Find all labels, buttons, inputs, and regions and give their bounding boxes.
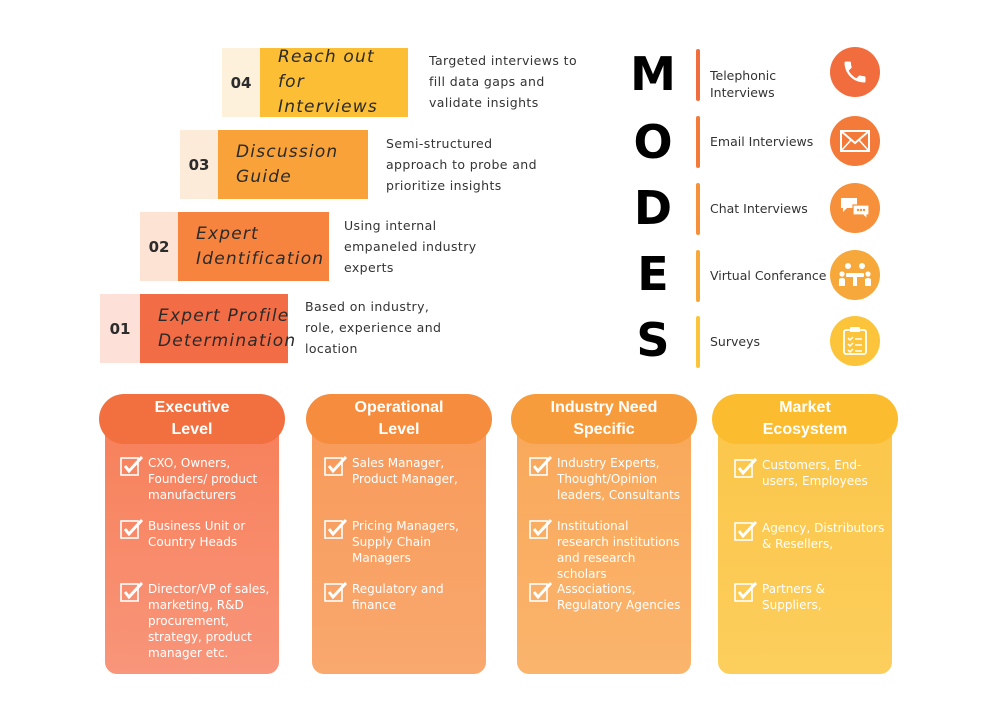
mode-telephonic-accent-bar — [696, 49, 700, 101]
step-04-title: Reach out for Interviews — [278, 47, 378, 117]
checkbox-check-icon — [529, 581, 553, 602]
mode-chat-accent-bar — [696, 183, 700, 235]
step-01-title: Expert Profile Determination — [158, 305, 297, 351]
phone-icon — [830, 47, 880, 97]
step-03-description: Semi-structured approach to probe and pr… — [386, 136, 537, 193]
modes-letter-s: S — [636, 313, 670, 367]
checkbox-check-icon — [324, 581, 348, 602]
step-01-number-tab: 01 — [100, 294, 140, 363]
modes-letter-m: M — [630, 47, 676, 101]
checkbox-check-icon — [120, 518, 144, 539]
checkbox-check-icon — [120, 581, 144, 602]
checkbox-check-icon — [529, 455, 553, 476]
checkbox-check-icon — [324, 518, 348, 539]
list-item: Customers, End-users, Employees — [734, 457, 868, 489]
mode-telephonic-label: Telephonic Interviews — [710, 68, 777, 100]
clipboard-checklist-icon — [830, 316, 880, 366]
checkbox-check-icon — [734, 581, 758, 602]
step-02-title: Expert Identification — [196, 223, 325, 269]
step-01-title-box: Expert Profile Determination — [140, 294, 295, 363]
mode-surveys-label: Surveys — [710, 334, 760, 349]
executive-level-header: Executive Level — [99, 394, 285, 444]
operational-level-header: Operational Level — [306, 394, 492, 444]
market-ecosystem-card — [718, 420, 892, 674]
mode-virtual-accent-bar — [696, 250, 700, 302]
step-03-title-box: Discussion Guide — [218, 130, 368, 199]
checkbox-check-icon — [324, 455, 348, 476]
mode-surveys-accent-bar — [696, 316, 700, 368]
list-item: Associations,Regulatory Agencies — [529, 581, 680, 613]
step-01-description: Based on industry, role, experience and … — [305, 299, 442, 356]
envelope-icon — [830, 116, 880, 166]
step-04-title-box: Reach out for Interviews — [260, 47, 408, 117]
step-02-description: Using internal empaneled industry expert… — [344, 218, 477, 275]
step-03-number-tab: 03 — [180, 130, 218, 199]
market-ecosystem-header: Market Ecosystem — [712, 394, 898, 444]
mode-email-accent-bar — [696, 116, 700, 168]
checkbox-check-icon — [529, 518, 553, 539]
modes-letter-d: D — [633, 181, 673, 235]
mode-chat-label: Chat Interviews — [710, 201, 808, 216]
chat-bubbles-icon — [830, 183, 880, 233]
modes-letter-o: O — [633, 115, 673, 169]
checkbox-check-icon — [734, 457, 758, 478]
checkbox-check-icon — [734, 520, 758, 541]
step-04-number-tab: 04 — [222, 48, 260, 117]
meeting-icon — [830, 250, 880, 300]
mode-virtual-label: Virtual Conferance — [710, 268, 827, 283]
step-04-description: Targeted interviews to fill data gaps an… — [429, 53, 578, 110]
list-item: Sales Manager,Product Manager, — [324, 455, 458, 487]
list-item: Agency, Distributors& Resellers, — [734, 520, 884, 552]
checkbox-check-icon — [120, 455, 144, 476]
step-02-number-tab: 02 — [140, 212, 178, 281]
step-03-title: Discussion Guide — [236, 141, 339, 187]
industry-need-header: Industry Need Specific — [511, 394, 697, 444]
executive-level-card — [105, 420, 279, 674]
list-item: Partners &Suppliers, — [734, 581, 825, 613]
mode-email-label: Email Interviews — [710, 134, 814, 149]
step-02-title-box: Expert Identification — [178, 212, 329, 281]
modes-letter-e: E — [637, 247, 669, 301]
